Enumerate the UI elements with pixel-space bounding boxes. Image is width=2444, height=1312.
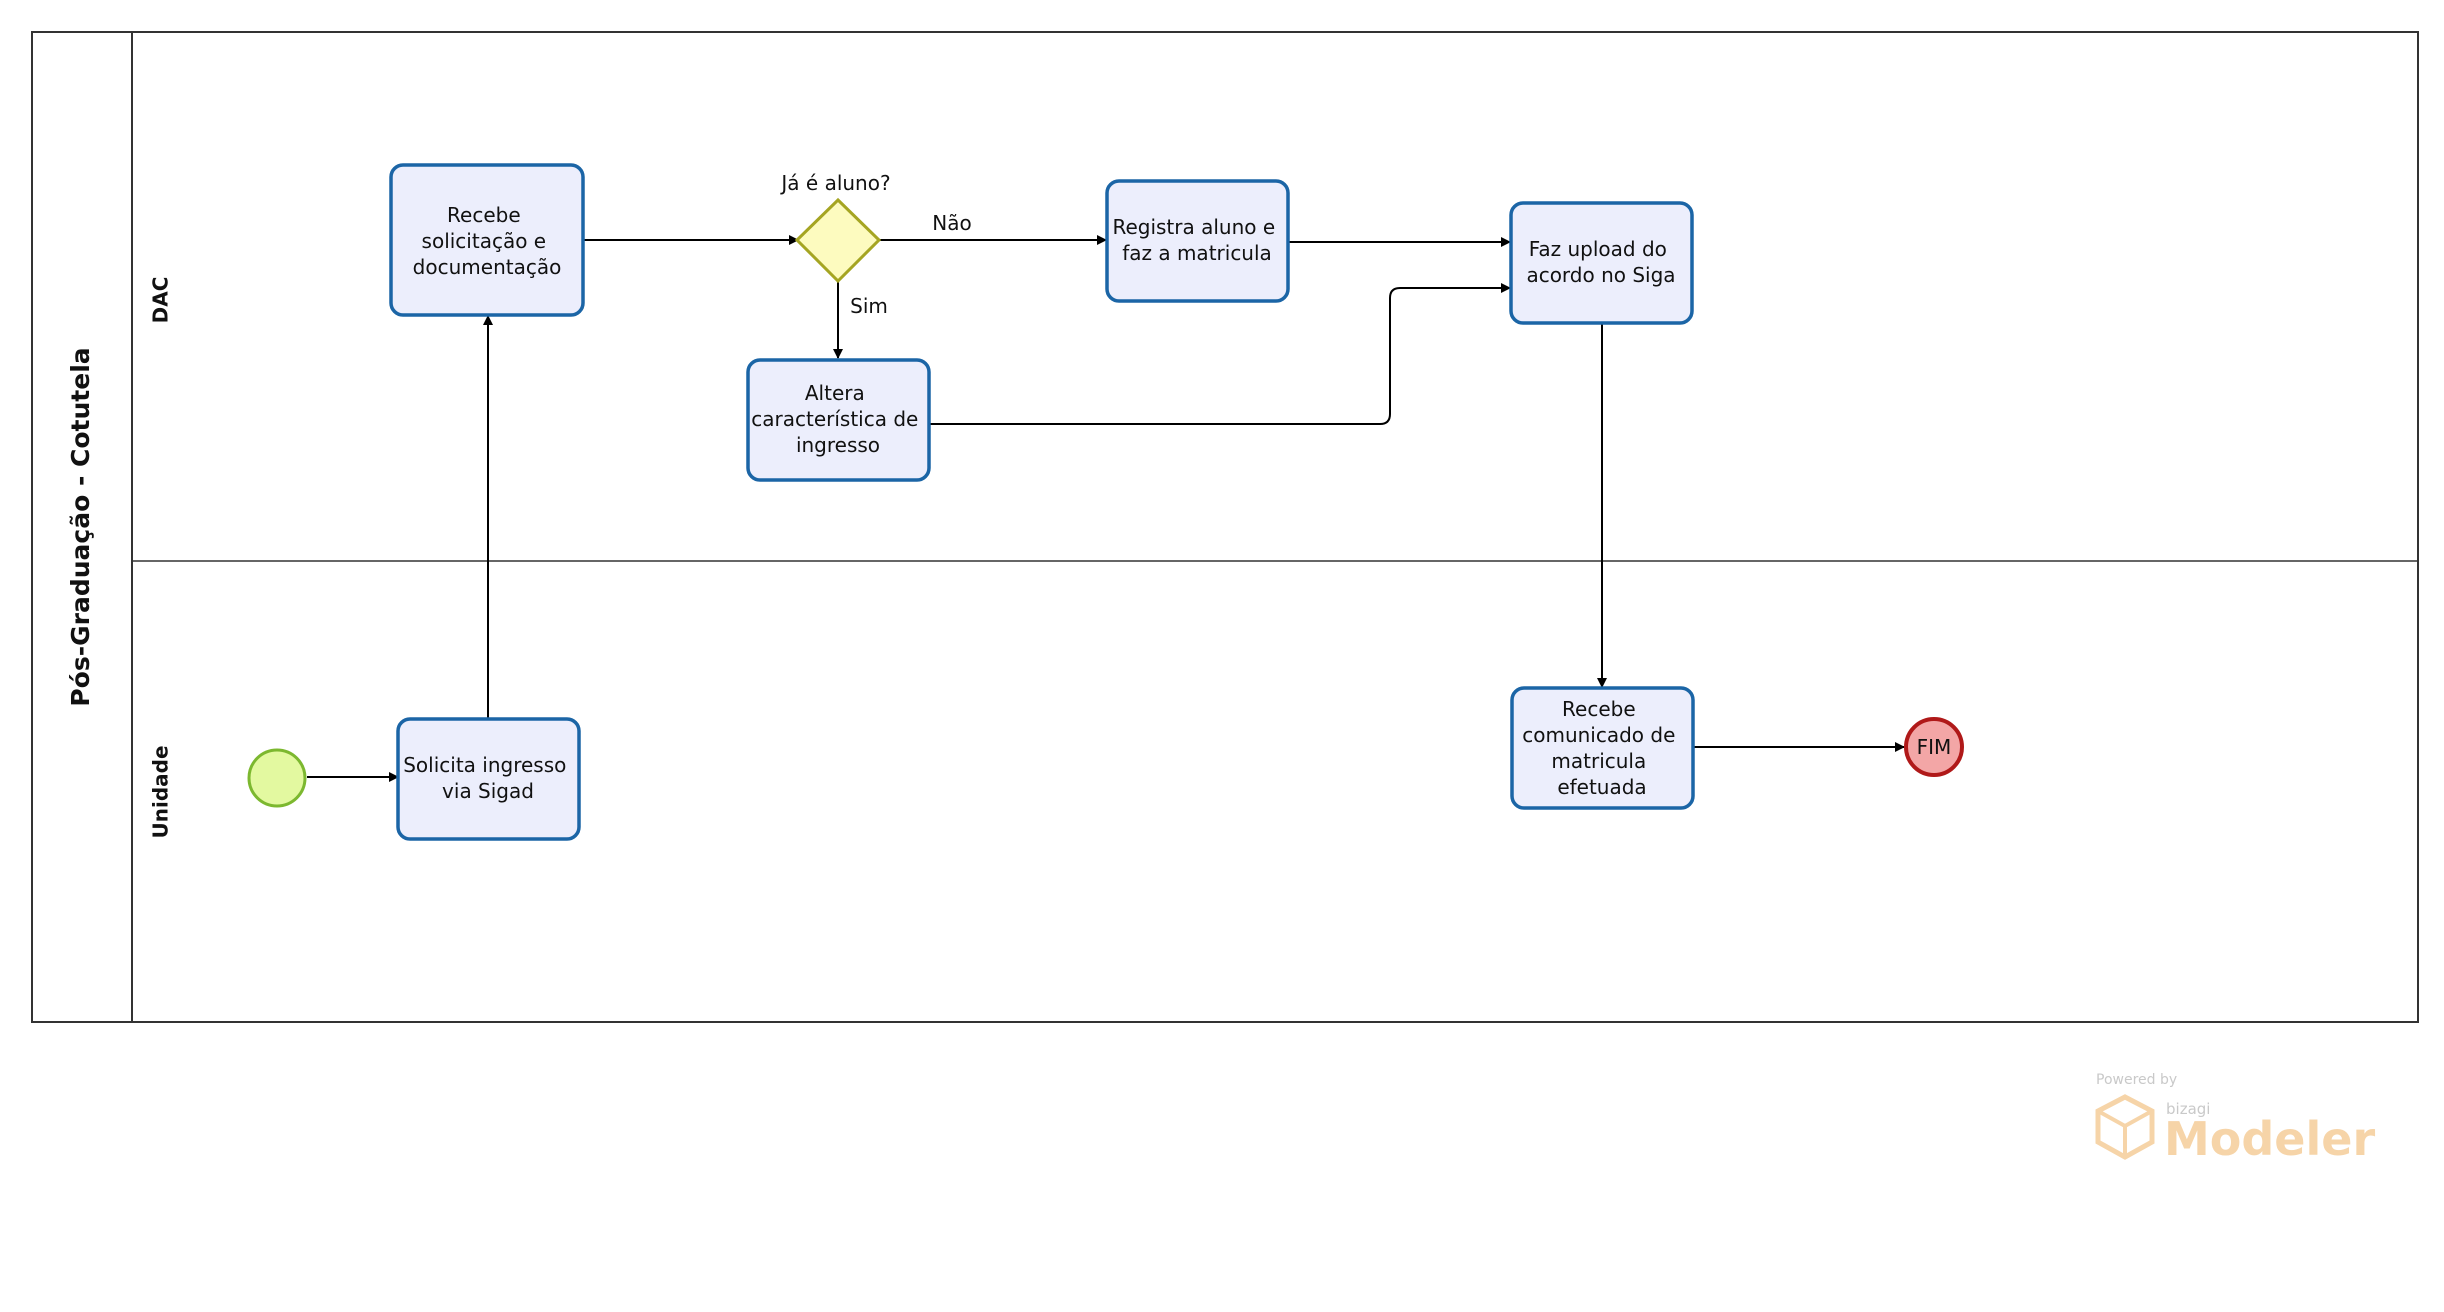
task-line: faz a matricula	[1122, 241, 1272, 265]
task-line: característica de	[751, 407, 918, 431]
task-line: efetuada	[1557, 775, 1646, 799]
end-event-circle	[1904, 717, 1964, 777]
bizagi-watermark: Powered by bizagi Modeler	[2095, 1072, 2375, 1166]
watermark-product: Modeler	[2164, 1112, 2375, 1166]
flow-label-sim: Sim	[850, 294, 888, 318]
task-line: comunicado de	[1522, 723, 1675, 747]
pool-title: Pós-Graduação - Cotutela	[66, 347, 95, 706]
exclusive-gateway[interactable]	[794, 197, 882, 284]
task-line: Recebe	[1562, 697, 1636, 721]
svg-text:Recebe solicitação e: Recebe solicitação e documentação	[413, 203, 562, 279]
pool-border	[31, 31, 2419, 1023]
task-line: Altera	[805, 381, 865, 405]
svg-text:Recebe comunicado de: Recebe comunicado de matricula efetuada	[1522, 697, 1682, 799]
task-line: acordo no Siga	[1526, 263, 1675, 287]
svg-text:Altera característica de: Altera característica de ingresso	[751, 381, 924, 457]
bizagi-logo-inner	[2097, 1109, 2153, 1129]
lane-label-unidade: Unidade	[149, 745, 173, 838]
end-event-label: FIM	[1917, 735, 1952, 759]
watermark-powered-by: Powered by	[2096, 1072, 2177, 1088]
task-line: Registra aluno e	[1112, 215, 1275, 239]
task-line: matricula	[1551, 749, 1646, 773]
task-line: ingresso	[796, 433, 880, 457]
task-line: via Sigad	[442, 779, 534, 803]
task-line: Solicita ingresso	[403, 753, 566, 777]
svg-text:Faz upload do acordo no: Faz upload do acordo no Siga	[1526, 237, 1675, 287]
pool: Pós-Graduação - Cotutela DAC Unidade	[31, 31, 2419, 1023]
watermark-brand: bizagi	[2166, 1100, 2210, 1118]
task-recebe-solicitacao[interactable]: Recebe solicitação e documentação	[389, 163, 585, 317]
sequence-flows	[307, 235, 1905, 782]
task-line: documentação	[413, 255, 562, 279]
end-event[interactable]: FIM	[1904, 717, 1964, 777]
task-registra-aluno[interactable]: Registra aluno e faz a matricula	[1105, 179, 1290, 303]
flow-label-nao: Não	[932, 211, 971, 235]
task-line: Recebe	[447, 203, 521, 227]
svg-text:Solicita ingresso via Si: Solicita ingresso via Sigad	[403, 753, 573, 803]
task-line: solicitação e	[422, 229, 547, 253]
flow-altera-to-upload	[929, 283, 1511, 425]
svg-text:Registra aluno e faz a m: Registra aluno e faz a matricula	[1112, 215, 1281, 265]
task-line: Faz upload do	[1529, 237, 1667, 261]
start-event[interactable]	[247, 748, 307, 808]
lane-label-dac: DAC	[149, 277, 173, 324]
task-faz-upload[interactable]: Faz upload do acordo no Siga	[1509, 201, 1694, 325]
task-recebe-comunicado[interactable]: Recebe comunicado de matricula efetuada	[1510, 686, 1695, 810]
task-solicita-ingresso[interactable]: Solicita ingresso via Sigad	[396, 717, 581, 841]
gateway-question-label: Já é aluno?	[779, 171, 890, 195]
task-altera-caracteristica[interactable]: Altera característica de ingresso	[746, 358, 931, 482]
